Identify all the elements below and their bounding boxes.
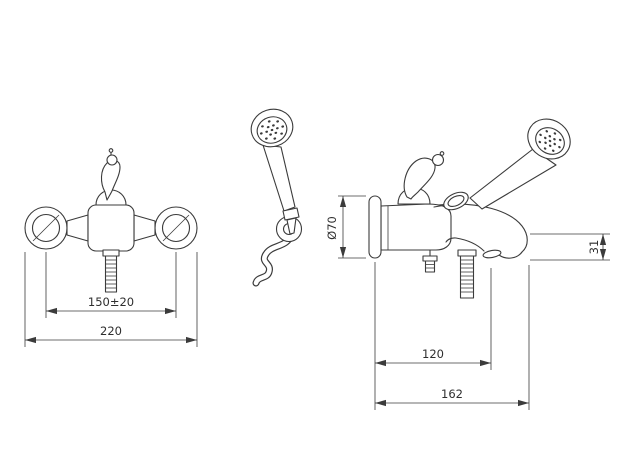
shower-hose-icon xyxy=(252,230,295,287)
lever-handle-front xyxy=(95,148,127,206)
dim-label-overall-reach: 162 xyxy=(441,387,463,401)
hose-connector-side xyxy=(457,249,477,299)
right-union-connector xyxy=(133,214,156,242)
right-wall-flange-icon xyxy=(154,206,198,250)
shower-handle xyxy=(262,144,296,212)
shower-hose-nut xyxy=(282,207,300,221)
spout-side xyxy=(437,203,528,259)
shower-hose-cone xyxy=(286,217,297,235)
dim-label-overall-width: 220 xyxy=(100,324,122,338)
mixer-body-front xyxy=(87,204,135,252)
handshower-view xyxy=(250,108,303,287)
hose-connector-front xyxy=(102,249,120,293)
shower-head-side-icon xyxy=(527,118,571,160)
mixer-body-side xyxy=(380,203,452,251)
dimension-annotations: 150±20 220 Ø70 31 120 162 xyxy=(24,195,610,410)
dim-label-spout-reach: 120 xyxy=(422,347,444,361)
shower-head-icon xyxy=(250,108,294,148)
shower-handle-side xyxy=(469,148,557,210)
dim-label-center-distance: 150±20 xyxy=(88,295,134,309)
lever-handle-side xyxy=(397,151,445,205)
dim-label-body-diameter: Ø70 xyxy=(325,216,339,240)
side-view xyxy=(368,118,571,299)
left-union-connector xyxy=(66,214,89,242)
diverter-knob xyxy=(422,249,438,273)
dim-label-spout-end-height: 31 xyxy=(587,240,601,255)
shower-cradle-icon xyxy=(433,191,469,211)
left-wall-flange-icon xyxy=(24,206,68,250)
wall-escutcheon-side xyxy=(368,195,382,259)
front-view xyxy=(24,148,198,293)
